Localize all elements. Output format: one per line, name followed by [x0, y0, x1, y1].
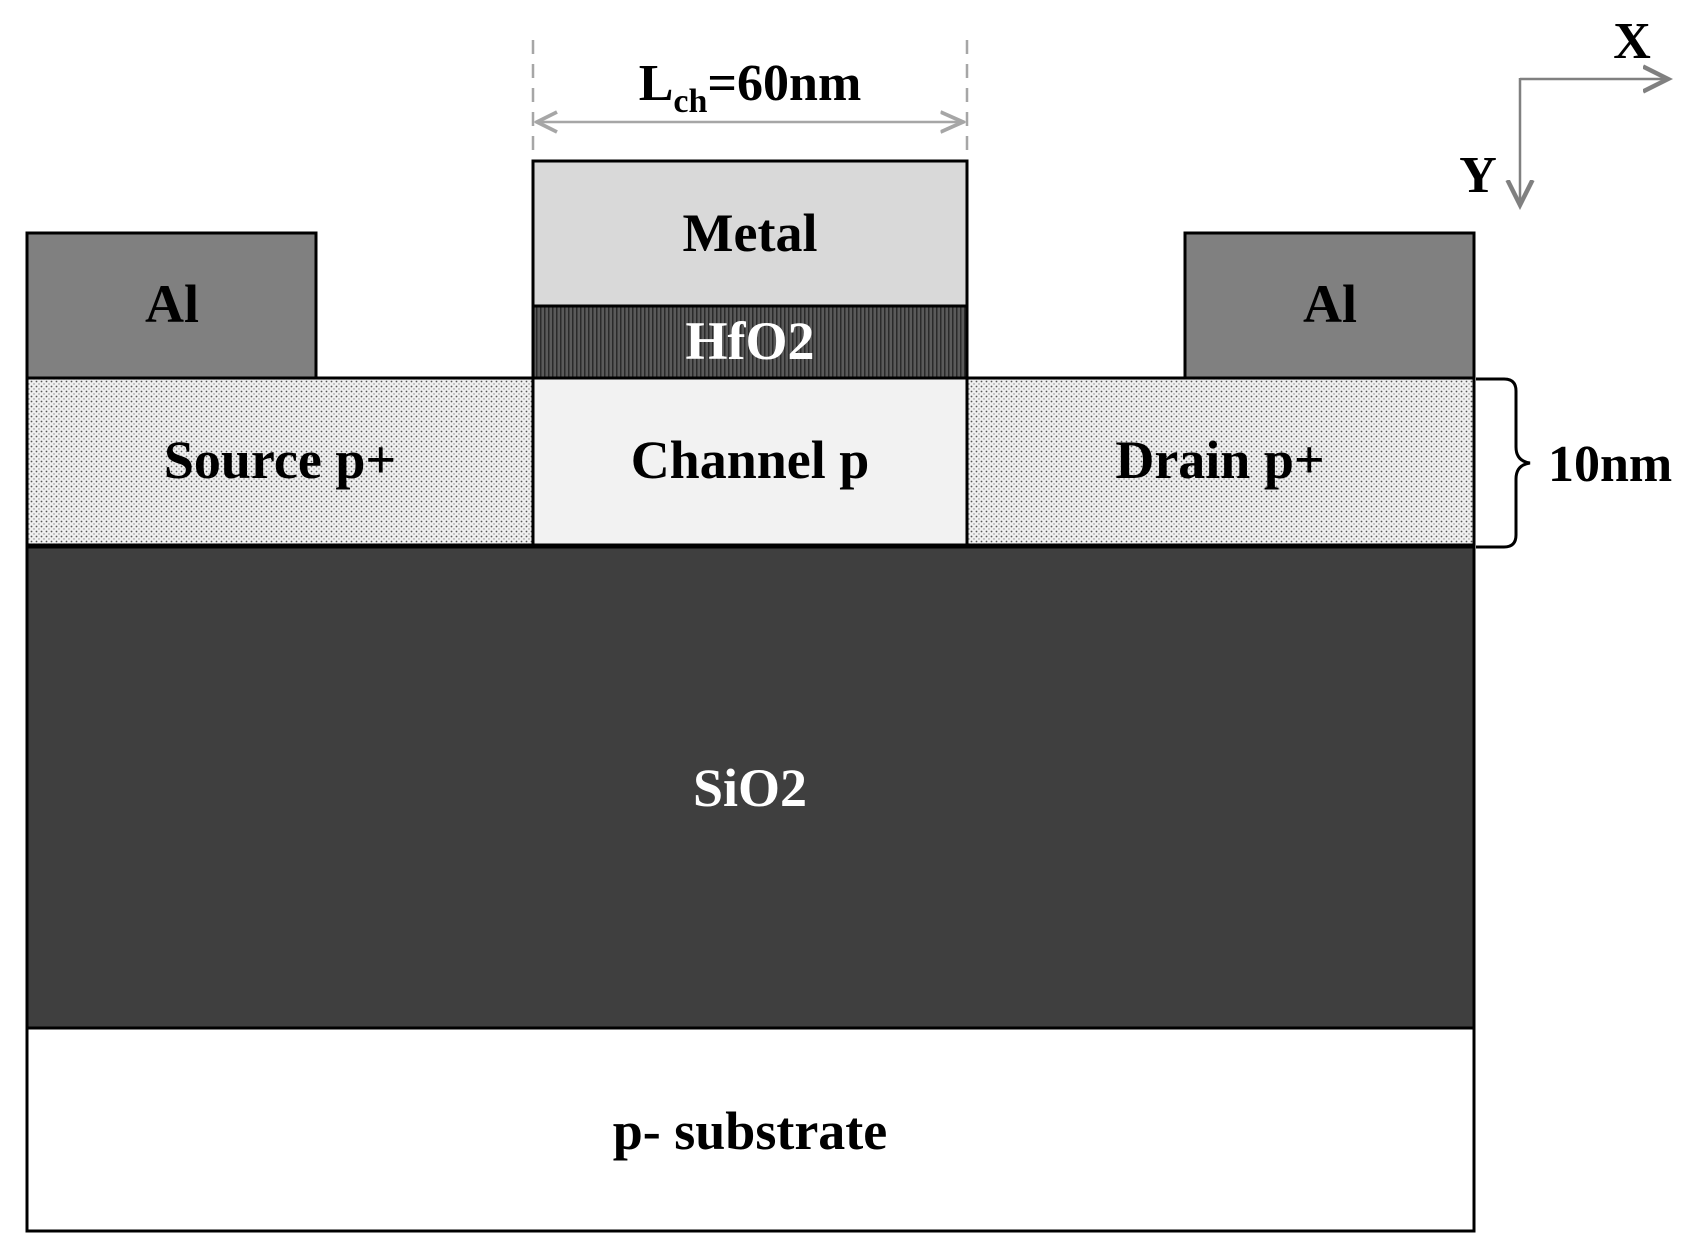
channel-region — [531, 376, 969, 547]
drain-region — [965, 376, 1476, 547]
thickness-brace — [1476, 377, 1531, 549]
hfo2-region — [531, 304, 969, 380]
al-right-label: Al — [1303, 274, 1357, 334]
substrate-region — [25, 1026, 1476, 1233]
channel-label: Channel p — [631, 430, 870, 490]
source-label: Source p+ — [164, 430, 396, 490]
sio2-region — [25, 545, 1476, 1030]
al-left-contact — [25, 231, 318, 380]
y-axis-label: Y — [1459, 147, 1497, 204]
metal-label: Metal — [683, 203, 818, 263]
drain-label: Drain p+ — [1115, 430, 1324, 490]
hfo2-label: HfO2 — [686, 311, 815, 371]
thickness-label: 10nm — [1548, 436, 1672, 493]
x-axis-label: X — [1613, 13, 1651, 70]
lch-label: Lch=60nm — [639, 55, 862, 120]
metal-gate — [531, 159, 969, 308]
al-right-contact — [1183, 231, 1476, 380]
substrate-label: p- substrate — [613, 1101, 888, 1161]
sio2-label: SiO2 — [693, 758, 807, 818]
al-left-label: Al — [145, 274, 199, 334]
